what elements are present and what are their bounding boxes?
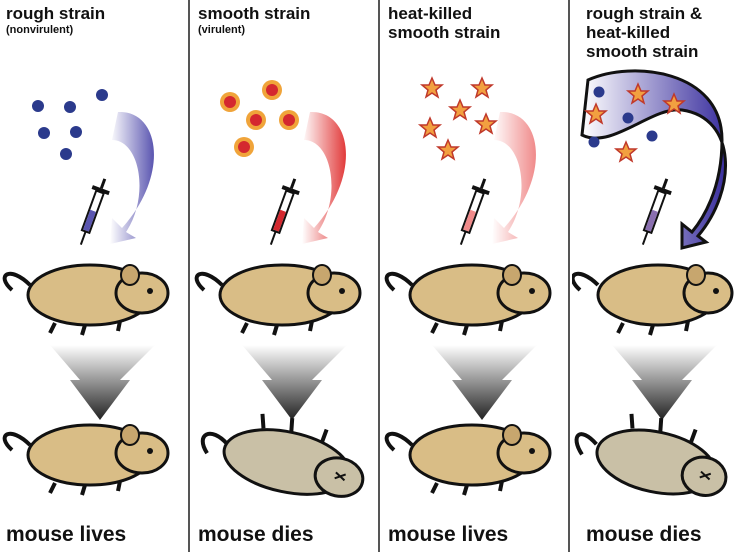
down-arrow-icon <box>50 345 155 420</box>
rough-bacteria-icon <box>32 89 108 160</box>
syringe-icon <box>262 176 303 248</box>
syringe-icon <box>452 176 493 248</box>
panel-mixed: rough strain & heat-killed smooth strain <box>572 0 740 552</box>
panel-illustration <box>0 0 185 552</box>
panel-rough-strain: rough strain (nonvirulent) <box>0 0 185 552</box>
panel-heat-killed: heat-killed smooth strain <box>382 0 567 552</box>
mouse-live-icon <box>5 265 168 335</box>
panel-divider <box>378 0 380 552</box>
down-arrow-icon <box>242 345 347 420</box>
mouse-live-icon <box>5 425 168 495</box>
panel-illustration <box>382 0 567 552</box>
syringe-icon <box>72 176 113 248</box>
panel-divider <box>188 0 190 552</box>
panel-smooth-strain: smooth strain (virulent) <box>192 0 377 552</box>
down-arrow-icon <box>432 345 537 420</box>
mouse-dead-icon <box>572 402 736 507</box>
mouse-dead-icon <box>196 401 373 508</box>
panel-divider <box>568 0 570 552</box>
mouse-live-icon <box>197 265 360 335</box>
mouse-live-icon <box>387 425 550 495</box>
panel-illustration <box>572 0 740 552</box>
curved-arrow-icon <box>492 112 536 244</box>
mouse-live-icon <box>573 265 732 335</box>
panel-illustration <box>192 0 377 552</box>
outcome-label: mouse lives <box>6 523 126 547</box>
curved-arrow-icon <box>110 112 154 244</box>
heat-killed-bacteria-icon <box>420 78 496 159</box>
curved-arrow-icon <box>302 112 346 244</box>
outcome-label: mouse dies <box>586 523 702 547</box>
outcome-label: mouse lives <box>388 523 508 547</box>
syringe-icon <box>634 176 675 248</box>
down-arrow-icon <box>612 345 717 420</box>
outcome-label: mouse dies <box>198 523 314 547</box>
smooth-bacteria-icon <box>220 80 299 157</box>
mouse-live-icon <box>387 265 550 335</box>
